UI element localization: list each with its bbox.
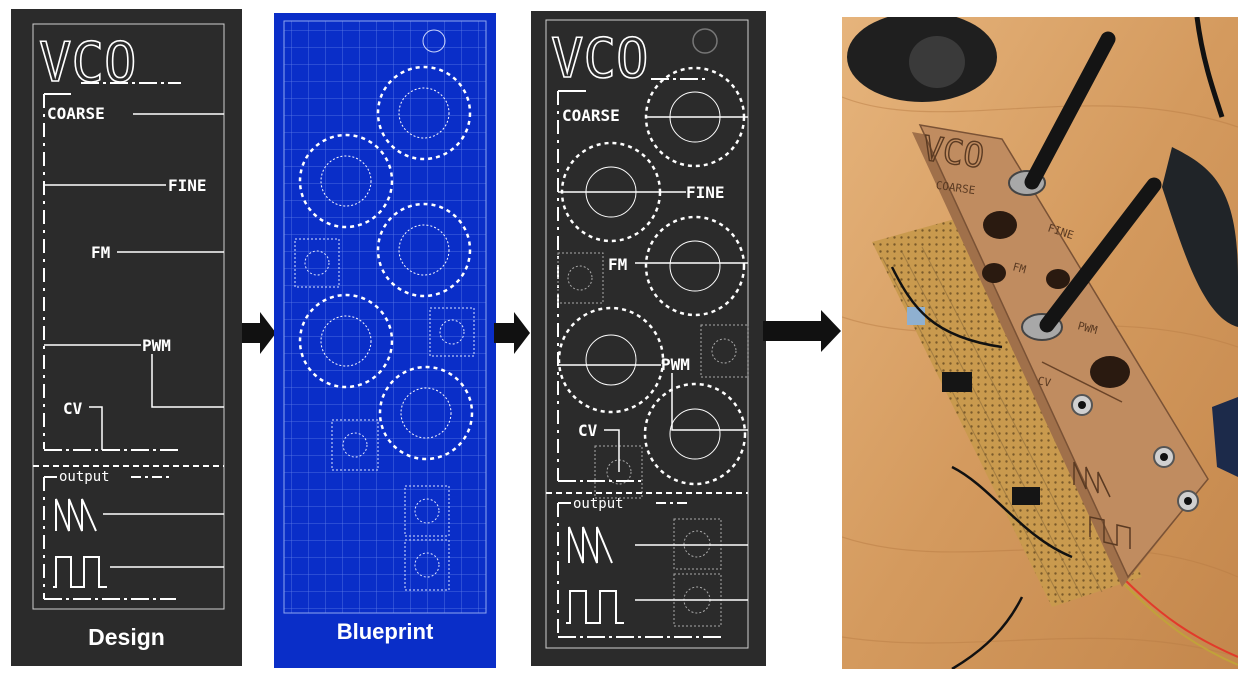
right-arrow-icon [763,310,841,352]
design-caption: Design [88,624,165,650]
photo-panel: VCO COARSE FINE FM PWM CV [842,17,1238,669]
sawtooth-wave-icon [55,498,97,532]
layout-label-coarse: COARSE [562,106,620,125]
right-arrow-icon [494,312,530,354]
sawtooth-wave-icon [1073,461,1111,498]
square-wave-icon [1089,516,1131,549]
built-module-photo: VCO COARSE FINE FM PWM CV [842,17,1238,669]
sawtooth-wave-icon [568,526,613,564]
design-label-fine: FINE [168,176,207,195]
blueprint-caption: Blueprint [336,619,434,644]
layout-label-fm: FM [608,255,627,274]
square-wave-icon [566,590,624,624]
design-panel: VCO COARSE FINE FM PWM CV output Desi [11,9,242,666]
layout-panel: VCO COARSE FINE FM [531,11,766,666]
design-title: VCO [39,31,137,94]
design-label-pwm: PWM [142,336,171,355]
layout-label-output: output [573,496,624,512]
photo-engraving-coarse: COARSE [935,179,976,197]
photo-engraving-cv: CV [1036,374,1052,390]
photo-engraving-title: VCO [920,129,986,177]
layout-label-cv: CV [578,421,598,440]
right-arrow-icon [242,312,276,354]
blueprint-panel: Blueprint [274,13,496,668]
design-label-fm: FM [91,243,110,262]
photo-engraving-pwm: PWM [1076,319,1099,337]
square-wave-icon [53,556,107,588]
design-label-coarse: COARSE [47,104,105,123]
layout-label-pwm: PWM [661,355,690,374]
layout-drawing: VCO COARSE FINE FM [545,19,749,649]
layout-title: VCO [551,27,649,90]
photo-engraving-fm: FM [1011,260,1028,276]
design-label-cv: CV [63,399,83,418]
design-label-output: output [59,469,110,485]
layout-label-fine: FINE [686,183,725,202]
blueprint-drawing [283,20,487,614]
design-drawing: VCO COARSE FINE FM PWM CV output [32,23,225,610]
